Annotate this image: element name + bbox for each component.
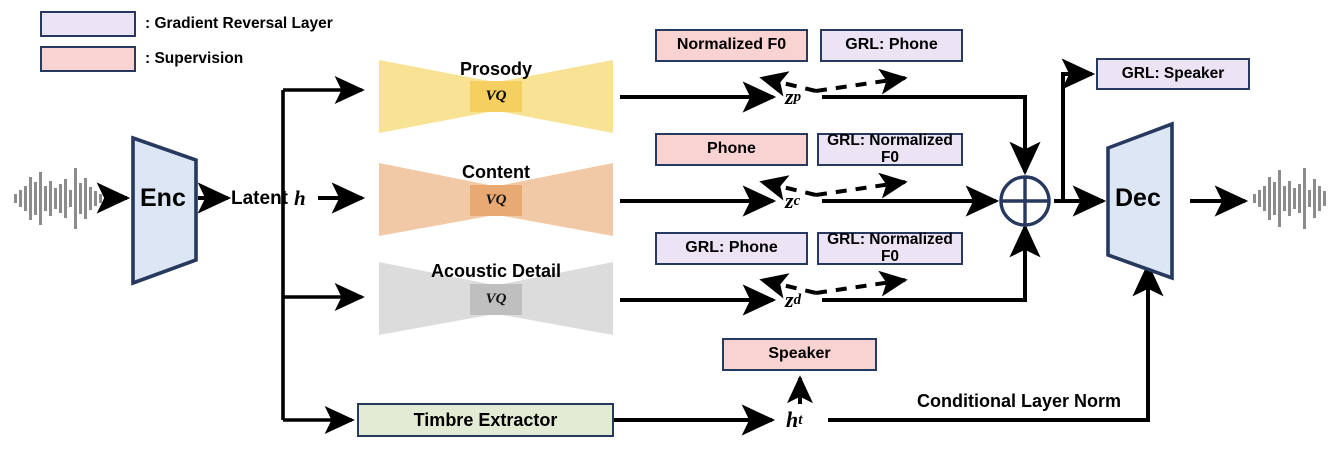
legend-item-grl: : Gradient Reversal Layer: [40, 11, 333, 37]
acoustic-grl-right-label: GRL: Normalized F0: [827, 231, 953, 265]
z-acoustic-sub: d: [793, 291, 802, 308]
legend-label-supervision: : Supervision: [145, 50, 244, 67]
conditional-layer-norm-label: Conditional Layer Norm: [917, 391, 1122, 411]
content-supervision-box[interactable]: Phone: [655, 133, 808, 166]
acoustic-grl-left-label: GRL: Phone: [685, 239, 778, 257]
speaker-grl-label: GRL: Speaker: [1121, 64, 1225, 82]
module-prosody-vq: VQ: [485, 88, 507, 104]
speaker-supervision-box[interactable]: Speaker: [722, 338, 877, 371]
acoustic-grl-box-right[interactable]: GRL: Normalized F0: [817, 232, 963, 265]
output-waveform-icon: [1253, 168, 1326, 229]
prosody-grl-label: GRL: Phone: [845, 36, 938, 54]
encoder-label: Enc: [140, 184, 186, 212]
z-acoustic-base: z: [785, 287, 794, 312]
prosody-supervision-box[interactable]: Normalized F0: [655, 29, 808, 62]
content-supervision-label: Phone: [707, 140, 756, 158]
z-prosody-base: z: [785, 84, 794, 109]
latent-var: h: [294, 186, 306, 210]
supervision-swatch: [40, 46, 136, 72]
module-prosody-vq-fill: [470, 81, 522, 112]
input-waveform-icon: [14, 168, 102, 229]
z-prosody-sub: p: [793, 88, 802, 105]
sum-node: [999, 175, 1051, 227]
module-acoustic-vq-fill: [470, 284, 522, 315]
module-prosody-title: Prosody: [459, 59, 533, 79]
decoder-shape: [1106, 121, 1174, 281]
module-content-vq-fill: [470, 185, 522, 216]
prosody-supervision-label: Normalized F0: [676, 36, 787, 54]
z-content-base: z: [785, 188, 794, 213]
content-bottleneck-shape: [379, 163, 613, 236]
module-content-vq-label: VQ: [485, 192, 507, 208]
acoustic-grl-box-left[interactable]: GRL: Phone: [655, 232, 808, 265]
module-prosody-vq-label: VQ: [485, 88, 507, 104]
module-timbre-label: Timbre Extractor: [413, 409, 558, 430]
grl-swatch: [40, 11, 136, 37]
legend-item-supervision: : Supervision: [40, 46, 243, 72]
prosody-grl-box[interactable]: GRL: Phone: [820, 29, 963, 62]
content-grl-label: GRL: Normalized F0: [827, 132, 953, 166]
speaker-supervision-label: Speaker: [768, 345, 831, 363]
latent-label: Latent h: [231, 186, 306, 211]
encoder-shape: [131, 135, 198, 286]
h-timbre-base: h: [786, 407, 799, 432]
legend-label-grl: : Gradient Reversal Layer: [145, 15, 333, 32]
module-acoustic-title: Acoustic Detail: [430, 261, 562, 281]
module-acoustic-vq-label: VQ: [485, 291, 507, 307]
speaker-grl-box[interactable]: GRL: Speaker: [1096, 58, 1250, 90]
module-timbre-extractor[interactable]: Timbre Extractor: [357, 403, 614, 437]
content-grl-box[interactable]: GRL: Normalized F0: [817, 133, 963, 166]
z-content-sub: c: [793, 192, 801, 209]
module-content-title: Content: [462, 162, 530, 182]
decoder-label: Dec: [1115, 184, 1161, 212]
h-timbre-sub: t: [798, 411, 803, 428]
latent-text: Latent: [231, 187, 288, 209]
